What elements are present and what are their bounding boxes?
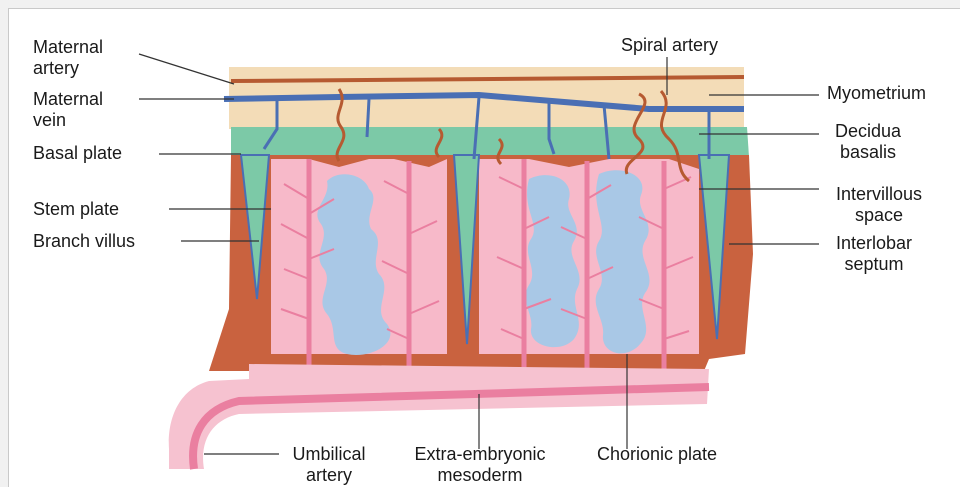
label-extra-embryonic-mesoderm: Extra-embryonic mesoderm — [399, 444, 561, 486]
label-maternal-vein-line1: Maternal — [33, 89, 103, 110]
label-decidua-basalis-line1: Decidua — [827, 121, 909, 142]
label-intervillous-space: Intervillous space — [824, 184, 934, 226]
label-interlobar-septum-line2: septum — [824, 254, 924, 275]
label-branch-villus: Branch villus — [33, 231, 135, 252]
label-decidua-basalis-line2: basalis — [827, 142, 909, 163]
label-intervillous-space-line2: space — [824, 205, 934, 226]
label-umbilical-artery-line2: artery — [279, 465, 379, 486]
label-basal-plate: Basal plate — [33, 143, 122, 164]
placenta-diagram — [9, 9, 960, 487]
label-maternal-vein: Maternal vein — [33, 89, 103, 131]
figure-frame: Maternal artery Maternal vein Basal plat… — [8, 8, 960, 487]
label-extra-embryonic-mesoderm-line2: mesoderm — [399, 465, 561, 486]
label-interlobar-septum-line1: Interlobar — [824, 233, 924, 254]
label-extra-embryonic-mesoderm-line1: Extra-embryonic — [399, 444, 561, 465]
label-myometrium: Myometrium — [827, 83, 926, 104]
label-umbilical-artery: Umbilical artery — [279, 444, 379, 486]
label-maternal-artery-line2: artery — [33, 58, 103, 79]
label-stem-plate: Stem plate — [33, 199, 119, 220]
label-maternal-artery-line1: Maternal — [33, 37, 103, 58]
label-maternal-artery: Maternal artery — [33, 37, 103, 79]
label-spiral-artery: Spiral artery — [621, 35, 718, 56]
label-interlobar-septum: Interlobar septum — [824, 233, 924, 275]
label-maternal-vein-line2: vein — [33, 110, 103, 131]
label-decidua-basalis: Decidua basalis — [827, 121, 909, 163]
label-intervillous-space-line1: Intervillous — [824, 184, 934, 205]
label-chorionic-plate: Chorionic plate — [597, 444, 717, 465]
label-umbilical-artery-line1: Umbilical — [279, 444, 379, 465]
